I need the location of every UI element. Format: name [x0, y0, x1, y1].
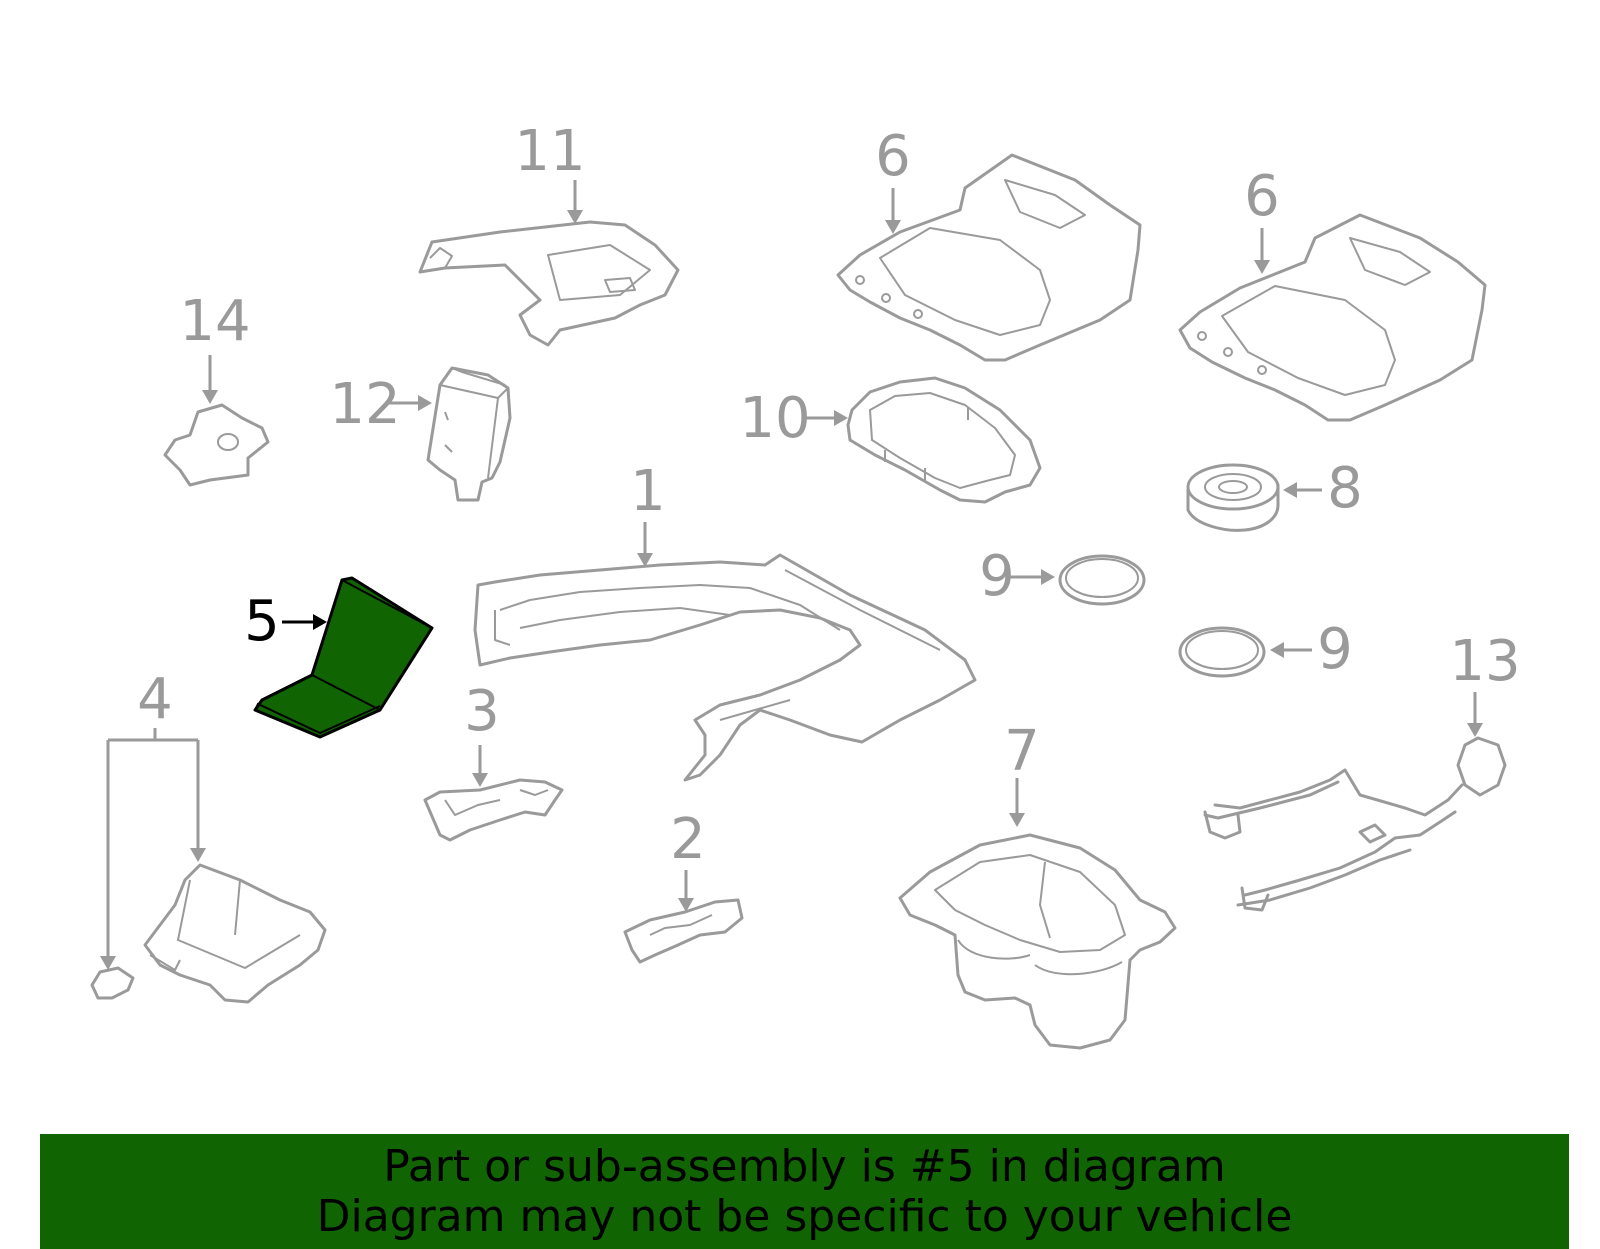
callout-2-arrowhead [678, 898, 694, 912]
callout-10-arrowhead [834, 410, 848, 426]
callout-9-lower-arrowhead [1270, 642, 1284, 658]
part-4-clip[interactable] [90, 966, 135, 1000]
callout-8: 8 [1327, 456, 1363, 521]
part-12-switch[interactable] [426, 366, 512, 502]
callout-4-arrowhead-tray [190, 848, 206, 862]
part-2-bracket[interactable] [623, 898, 744, 964]
banner-line-1: Part or sub-assembly is #5 in diagram [383, 1141, 1226, 1192]
part-5-highlighted-pad[interactable] [253, 576, 434, 739]
callout-6-right-arrowhead [1254, 260, 1270, 274]
callout-4: 4 [137, 667, 173, 732]
callout-11-arrowhead [567, 210, 583, 224]
banner-line-2: Diagram may not be specific to your vehi… [316, 1191, 1293, 1242]
info-banner: Part or sub-assembly is #5 in diagram Di… [40, 1134, 1569, 1249]
callout-9-upper-arrowhead [1041, 569, 1055, 585]
callout-5: 5 [244, 589, 280, 654]
callout-1: 1 [630, 459, 666, 524]
callout-7: 7 [1004, 719, 1040, 784]
callout-10: 10 [739, 386, 810, 451]
callout-5-arrowhead [313, 614, 327, 630]
callout-6-upper: 6 [875, 124, 911, 189]
callout-9-lower: 9 [1317, 617, 1353, 682]
callout-2: 2 [670, 807, 706, 872]
part-14-bracket[interactable] [163, 403, 270, 487]
part-4-tray[interactable] [143, 863, 327, 1004]
part-11-shift-bezel[interactable] [418, 220, 680, 347]
part-1-console-trim[interactable] [473, 553, 977, 782]
callout-6-upper-arrowhead [885, 220, 901, 234]
callout-3-arrowhead [472, 773, 488, 787]
part-8-cup-insert[interactable] [1186, 463, 1280, 532]
callout-4-arrowhead-clip [100, 956, 116, 970]
callout-6-right: 6 [1244, 164, 1280, 229]
callout-1-arrowhead [637, 553, 653, 567]
callout-12-arrowhead [418, 395, 432, 411]
callout-3: 3 [464, 679, 500, 744]
callout-13-arrowhead [1467, 723, 1483, 737]
part-7-cup-holder[interactable] [898, 833, 1177, 1050]
callout-9-upper: 9 [979, 544, 1015, 609]
part-6-console-cover-right[interactable] [1178, 213, 1487, 422]
callout-7-arrowhead [1009, 813, 1025, 827]
part-9-ring-upper[interactable] [1058, 554, 1146, 606]
part-6-console-cover-upper[interactable] [836, 153, 1142, 362]
callout-4-leader [106, 728, 200, 958]
callout-13: 13 [1449, 629, 1520, 694]
part-10-bezel-ring[interactable] [846, 376, 1042, 504]
callout-14: 14 [179, 289, 250, 354]
callout-8-arrowhead [1283, 482, 1297, 498]
part-3-bracket[interactable] [423, 778, 564, 842]
callout-11: 11 [514, 119, 585, 184]
part-13-shift-cable[interactable] [1203, 736, 1507, 912]
callout-14-arrowhead [202, 390, 218, 404]
part-9-ring-lower[interactable] [1178, 626, 1266, 678]
